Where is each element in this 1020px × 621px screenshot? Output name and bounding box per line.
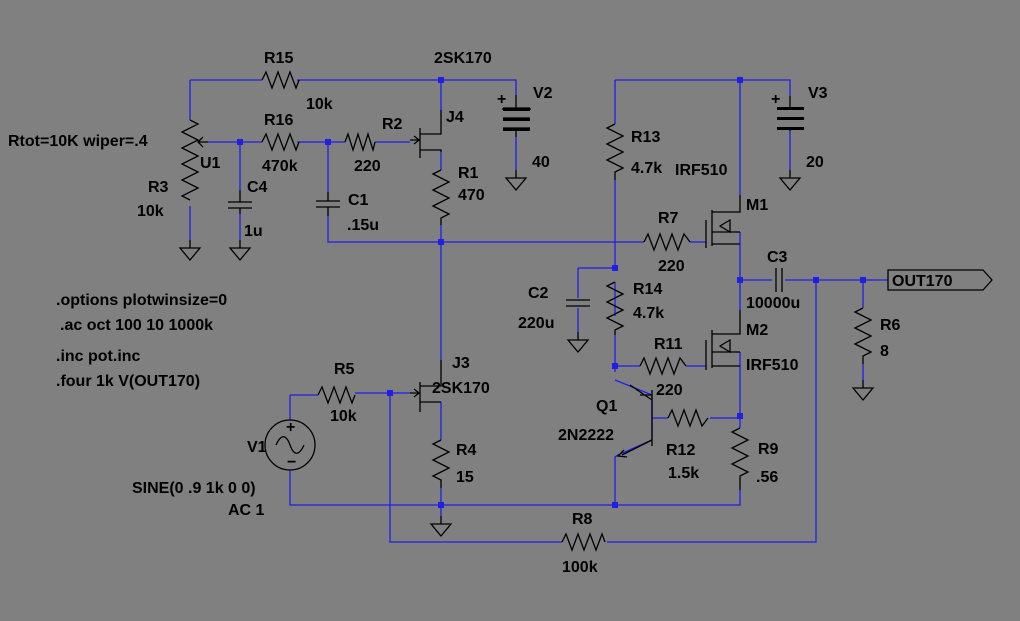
plus-v1: + [286,419,295,436]
value-r7: 220 [658,258,685,275]
value-r8: 100k [562,559,598,576]
directive-options: .options plotwinsize=0 [56,292,227,309]
model-m1: IRF510 [675,162,728,179]
value-r16: 470k [262,158,298,175]
label-v3: V3 [808,85,828,102]
label-j4: J4 [446,109,464,126]
directive-four: .four 1k V(OUT170) [56,373,200,390]
label-out170: OUT170 [892,273,953,290]
plus-v2: + [497,91,506,108]
value-v3: 20 [806,154,824,171]
label-r9: R9 [758,441,779,458]
directive-inc: .inc pot.inc [56,348,141,365]
resistor-r6[interactable] [853,307,873,364]
resistor-r11[interactable] [639,356,687,376]
label-c2: C2 [528,285,549,302]
v1-ac: AC 1 [228,502,265,519]
resistor-r8[interactable] [561,532,606,552]
label-r1: R1 [458,165,479,182]
labels: R15 10k R16 470k R2 220 R1 470 Rtot=10K … [8,50,953,576]
label-r5: R5 [334,361,355,378]
value-r1: 470 [458,187,485,204]
label-r12: R12 [666,442,695,459]
model-m2: IRF510 [746,357,799,374]
resistor-r16[interactable] [261,132,300,152]
resistor-r2[interactable] [344,131,376,153]
label-r16: R16 [264,112,293,129]
label-c4: C4 [247,179,268,196]
label-j3: J3 [452,355,470,372]
minus-v1: − [287,454,296,471]
capacitor-c2[interactable] [566,299,590,307]
mosfet-m2[interactable] [705,310,741,370]
label-u1: U1 [200,155,221,172]
sine-source-v1[interactable] [264,419,316,471]
label-r7: R7 [658,210,679,227]
label-c1: C1 [348,192,369,209]
label-r13: R13 [631,129,660,146]
capacitor-c4[interactable] [228,190,252,214]
label-m1: M1 [746,197,768,214]
bjt-q1[interactable] [616,384,653,458]
value-r15: 10k [306,96,333,113]
model-j4: 2SK170 [434,50,492,67]
value-r3: 10k [137,203,164,220]
battery-v3[interactable] [777,96,804,131]
value-r6: 8 [880,343,889,360]
resistor-r4[interactable] [431,439,451,488]
label-r6: R6 [880,317,901,334]
label-r4: R4 [456,442,477,459]
mosfet-m1[interactable] [705,195,741,248]
resistor-r15[interactable] [261,70,300,90]
value-r9: .56 [756,469,778,486]
value-r4: 15 [456,469,474,486]
value-c2: 220u [518,315,554,332]
directive-ac: .ac oct 100 10 1000k [60,317,213,334]
output-flag-out170[interactable] [887,269,993,291]
label-r2: R2 [382,116,403,133]
capacitor-c3[interactable] [775,268,783,292]
label-r15: R15 [264,50,293,67]
v1-sine: SINE(0 .9 1k 0 0) [132,480,256,497]
label-v2: V2 [533,85,553,102]
value-r5: 10k [330,408,357,425]
resistor-r7[interactable] [643,232,691,252]
resistor-r9[interactable] [730,427,750,490]
value-c1: .15u [347,217,379,234]
label-m2: M2 [746,322,768,339]
plus-v3: + [771,91,780,108]
resistor-r12[interactable] [667,408,709,428]
battery-v2[interactable] [502,95,531,137]
model-q1: 2N2222 [558,427,614,444]
label-q1: Q1 [596,398,617,415]
wires [189,79,888,543]
pot-params: Rtot=10K wiper=.4 [8,133,148,150]
potentiometer-u1[interactable] [180,119,208,201]
label-c3: C3 [767,249,788,266]
resistor-r1[interactable] [431,169,451,225]
value-r13: 4.7k [631,160,662,177]
label-r3: R3 [148,179,169,196]
spice-directives: .options plotwinsize=0 .ac oct 100 10 10… [56,292,227,390]
model-j3: 2SK170 [432,380,490,397]
value-v2: 40 [532,154,550,171]
value-r12: 1.5k [668,465,699,482]
junctions [237,77,866,508]
resistor-r13[interactable] [605,123,625,180]
value-r2: 220 [354,158,381,175]
label-v1: V1 [247,439,267,456]
capacitor-c1[interactable] [316,192,340,216]
label-r14: R14 [633,281,662,298]
label-r11: R11 [654,336,683,353]
resistor-r14[interactable] [605,281,625,335]
value-c3: 10000u [746,295,800,312]
jfet-j4[interactable] [410,110,442,158]
resistor-r5[interactable] [317,385,356,405]
value-c4: 1u [244,223,263,240]
label-r8: R8 [572,511,593,528]
jfet-j3[interactable] [410,360,442,412]
value-r14: 4.7k [633,305,664,322]
value-r11: 220 [656,382,683,399]
